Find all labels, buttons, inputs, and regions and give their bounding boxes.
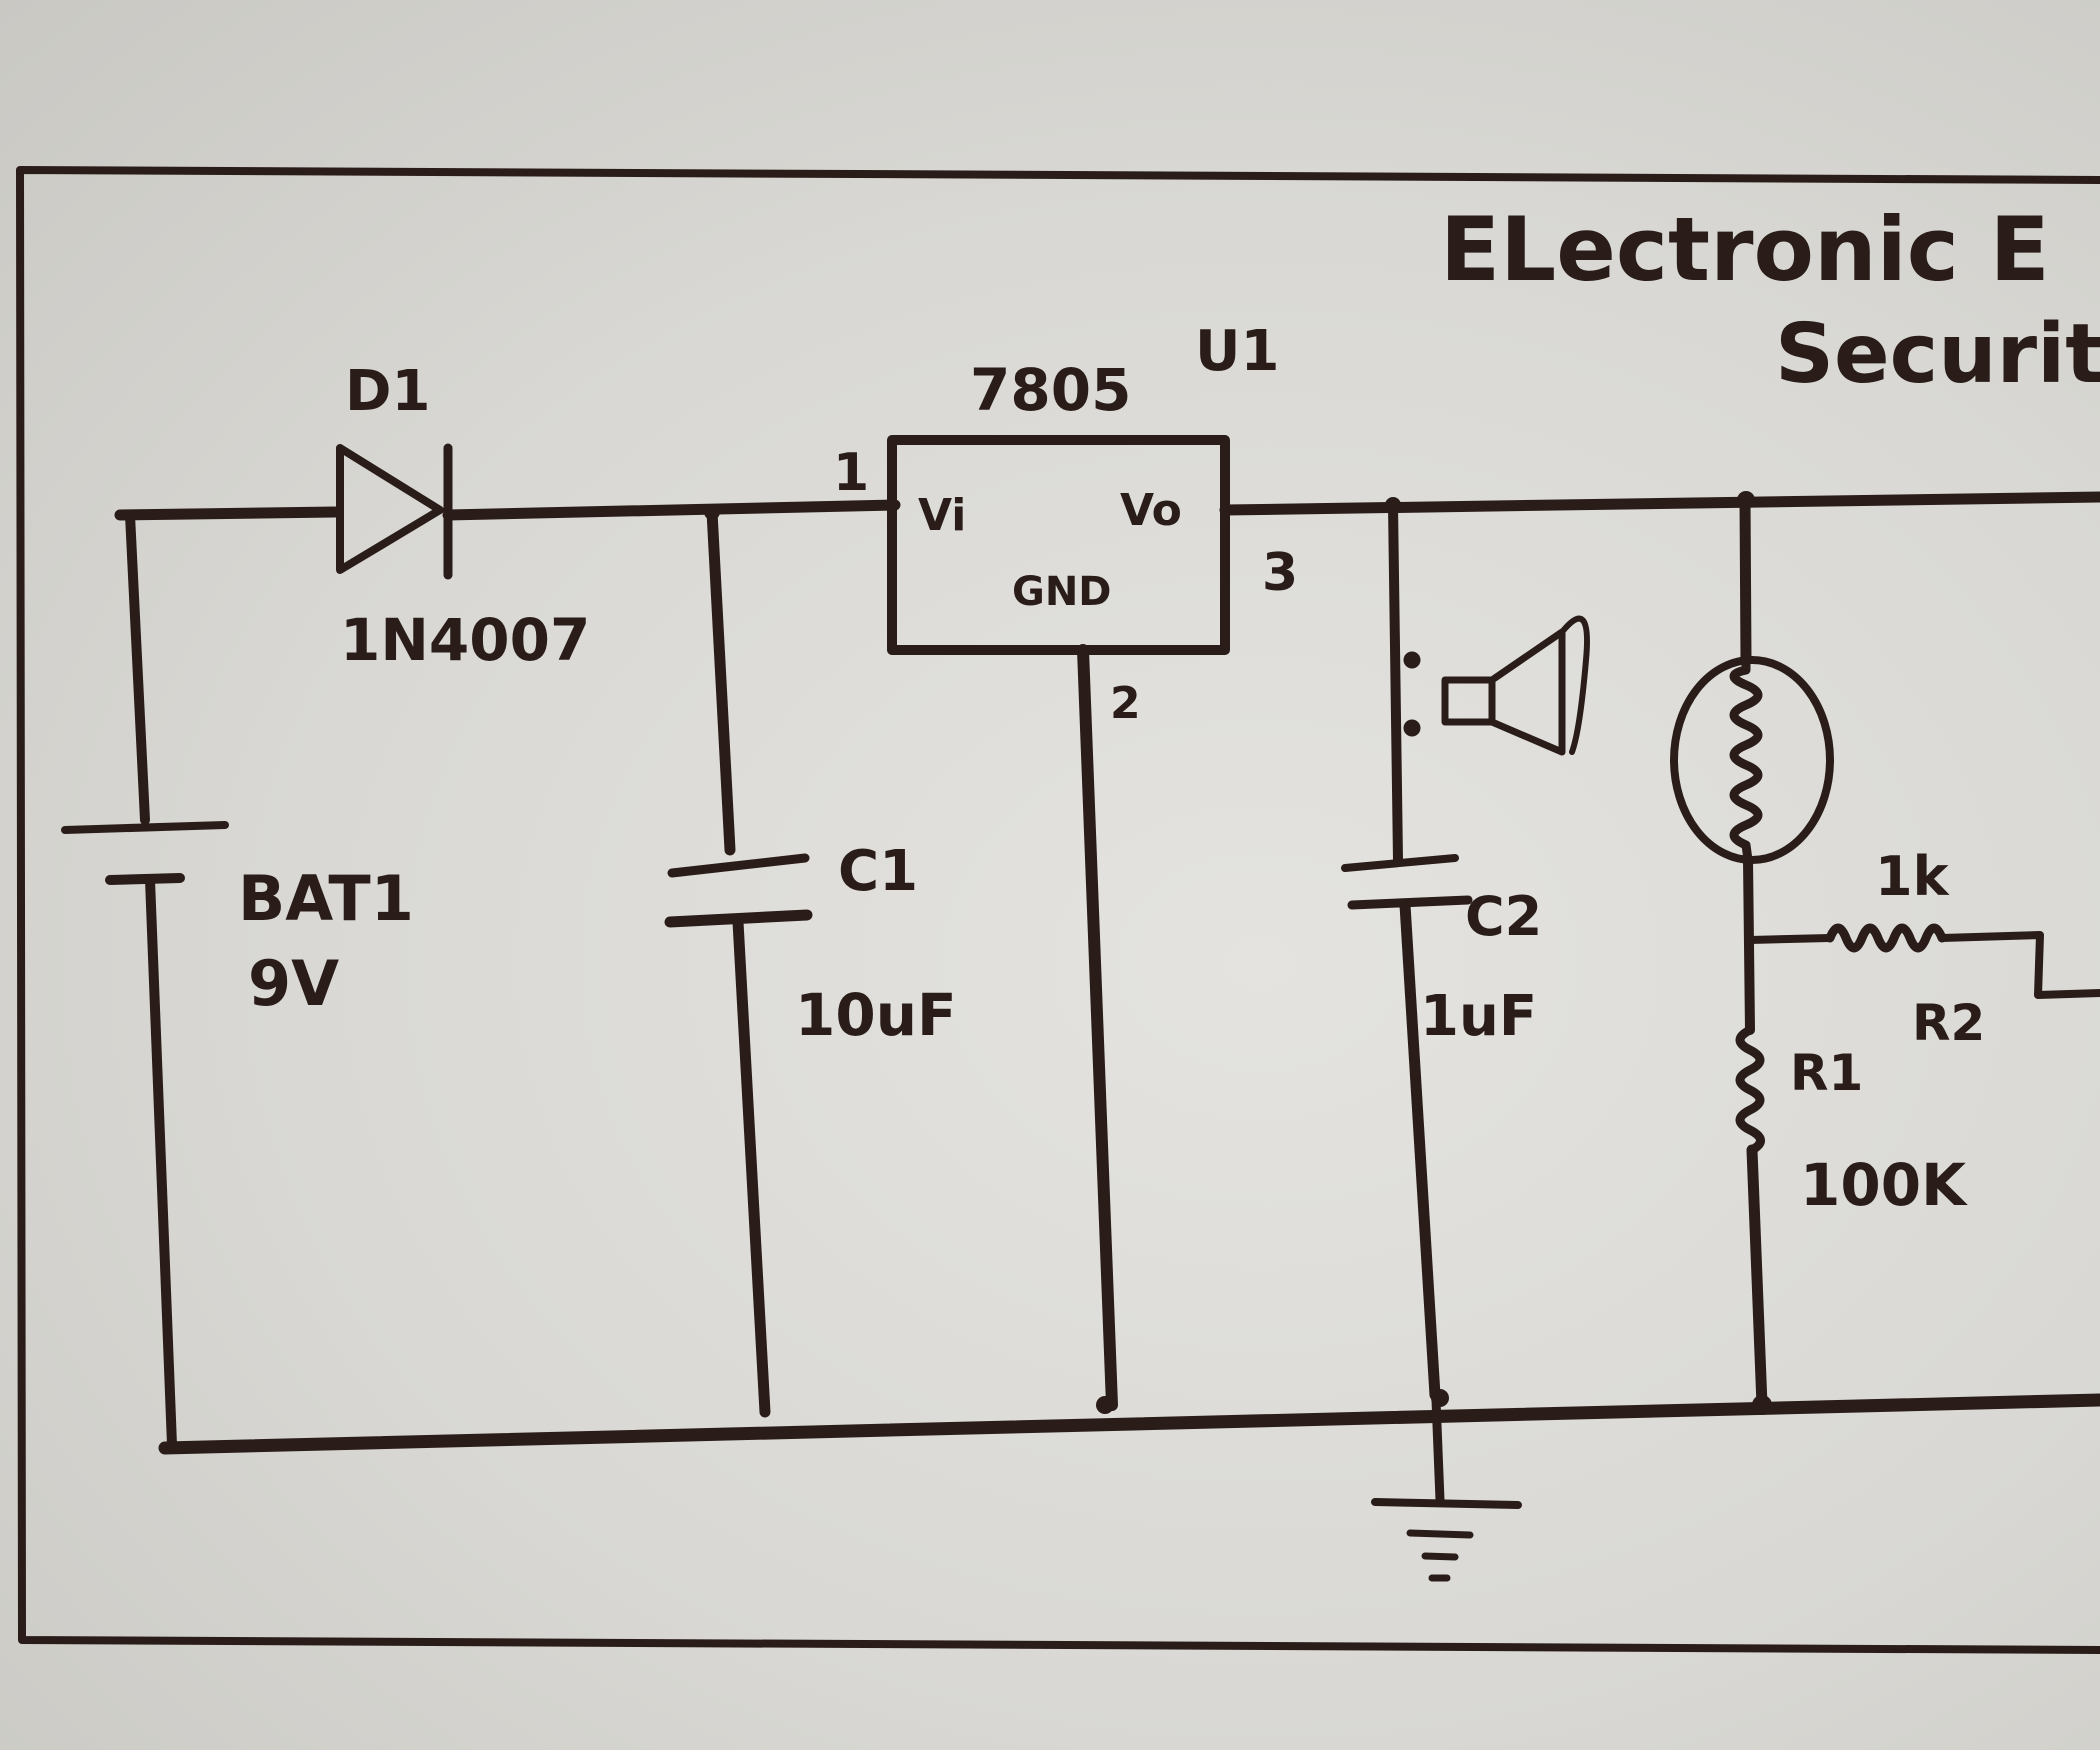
capacitor-c1-symbol (664, 853, 813, 928)
regulator-vo-label: Vo (1120, 485, 1182, 536)
wire-top-diode-to-reg (442, 499, 901, 521)
r1-ref-label: R1 (1790, 1044, 1863, 1102)
c2-value-label: 1uF (1420, 984, 1537, 1049)
battery-ref-label: BAT1 (238, 862, 414, 935)
diode-ref-label: D1 (345, 359, 430, 424)
diode-d1-symbol (336, 443, 453, 580)
wire-regulator-gnd (1077, 644, 1118, 1411)
frame-border (16, 166, 2100, 1654)
ground-symbol (1371, 1395, 1522, 1582)
resistor-r2-symbol (1825, 923, 1947, 953)
c1-value-label: 10uF (795, 981, 957, 1049)
wire-r1-bottom (1746, 1144, 1768, 1411)
regulator-vi-label: Vi (918, 490, 966, 541)
junction-dots (704, 491, 1772, 1415)
wire-left-vertical-bottom (145, 875, 177, 1450)
regulator-ref-label: U1 (1195, 319, 1279, 384)
regulator-pin1-label: 1 (833, 443, 869, 503)
r2-value-label: 1k (1875, 845, 1950, 908)
capacitor-c2-symbol (1341, 854, 1473, 910)
wire-c2-bottom (1399, 899, 1441, 1401)
wire-top-left (114, 506, 341, 521)
r1-value-label: 100K (1800, 1151, 1968, 1219)
c2-ref-label: C2 (1465, 885, 1542, 948)
regulator-pin3-label: 3 (1262, 543, 1298, 603)
resistor-r1-symbol (1735, 1025, 1765, 1155)
wire-c1-bottom (732, 916, 771, 1418)
r2-ref-label: R2 (1912, 994, 1985, 1052)
wire-c1-top (706, 506, 736, 856)
battery-value-label: 9V (248, 947, 339, 1020)
wire-r2-tap (1746, 934, 1834, 944)
ldr-symbol (1670, 655, 1834, 865)
title-line1: ELectronic E (1440, 198, 2050, 301)
c1-ref-label: C1 (838, 839, 918, 904)
regulator-u1-box (887, 435, 1230, 655)
regulator-gnd-label: GND (1012, 569, 1112, 615)
wire-left-vertical-top (125, 510, 150, 825)
buzzer-symbol (1403, 615, 1590, 756)
regulator-part-label: 7805 (970, 356, 1131, 424)
wire-c2-top (1388, 500, 1403, 865)
regulator-pin2-label: 2 (1110, 678, 1141, 729)
wire-top-right (1219, 491, 2100, 516)
title-line2: Securit (1775, 307, 2100, 402)
wire-ldr-top (1739, 492, 1752, 666)
battery-bat1-symbol (61, 821, 229, 885)
wire-ldr-to-r1 (1743, 855, 1755, 1035)
diode-part-label: 1N4007 (340, 606, 590, 674)
wire-r2-right (1938, 931, 2100, 999)
wire-bottom-rail (158, 1393, 2100, 1455)
